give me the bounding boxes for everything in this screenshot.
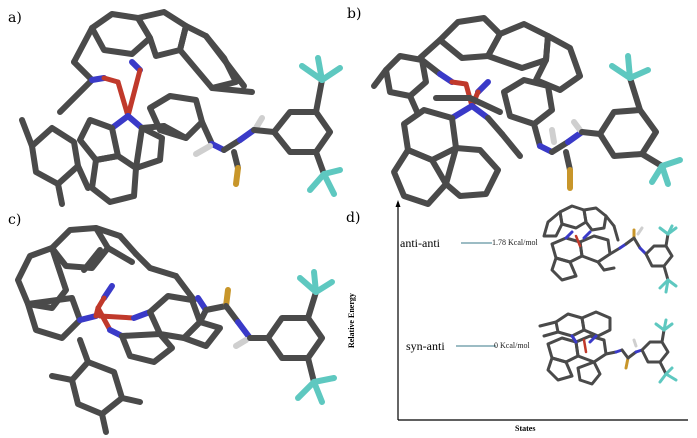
energy-label-anti-anti: 1.78 Kcal/mol bbox=[492, 238, 538, 247]
molecule-d-anti-anti bbox=[542, 204, 678, 294]
panel-label-d: d) bbox=[346, 210, 361, 226]
molecule-a bbox=[19, 9, 343, 207]
state-label-syn-anti: syn-anti bbox=[406, 339, 445, 353]
x-axis-title: States bbox=[515, 424, 536, 433]
molecule-d-syn-anti bbox=[538, 310, 678, 386]
y-axis-arrow bbox=[395, 200, 401, 207]
state-label-anti-anti: anti-anti bbox=[400, 236, 440, 250]
energy-label-syn-anti: 0 Kcal/mol bbox=[494, 341, 530, 350]
panel-label-a: a) bbox=[8, 10, 22, 26]
molecule-b bbox=[371, 15, 683, 207]
panel-label-c: c) bbox=[8, 212, 22, 228]
molecule-c bbox=[15, 225, 337, 435]
panel-label-b: b) bbox=[347, 6, 362, 22]
energy-diagram-axes bbox=[395, 200, 688, 421]
y-axis-title: Relative Energy bbox=[347, 293, 356, 348]
